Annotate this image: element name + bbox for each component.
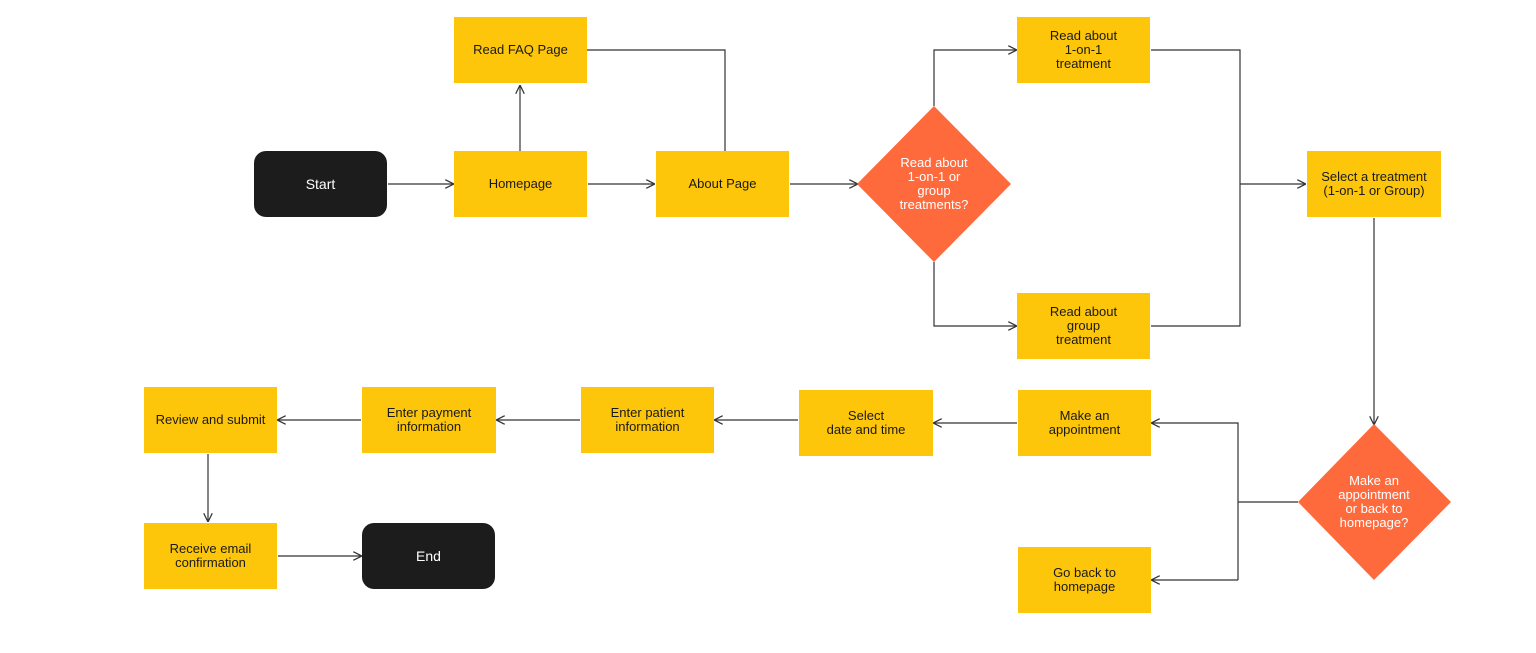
decision-appointment-diamond <box>1298 424 1451 580</box>
select-treatment-node: Select a treatment (1-on-1 or Group) <box>1307 151 1441 217</box>
decision-treatment-diamond <box>857 106 1011 262</box>
patient-info-node: Enter patient information <box>581 387 714 453</box>
select-date-node: Select date and time <box>799 390 933 456</box>
edge-faq-about <box>587 49 726 151</box>
decision-appointment-label: Make an appointment or back to homepage? <box>1338 473 1410 530</box>
edge-oneonone-merge <box>1151 49 1241 327</box>
make-appointment-node: Make an appointment <box>1018 390 1151 456</box>
one-on-one-node: Read about 1-on-1 treatment <box>1017 17 1150 83</box>
review-node: Review and submit <box>144 387 277 453</box>
start-node: Start <box>254 151 387 217</box>
payment-info-node: Enter payment information <box>362 387 496 453</box>
homepage-node: Homepage <box>454 151 587 217</box>
group-node: Read about group treatment <box>1017 293 1150 359</box>
end-node: End <box>362 523 495 589</box>
faq-node: Read FAQ Page <box>454 17 587 83</box>
about-node: About Page <box>656 151 789 217</box>
edge-decision-oneonone <box>933 50 1016 106</box>
go-back-node: Go back to homepage <box>1018 547 1151 613</box>
edge-decision-group <box>933 262 1016 326</box>
decision-treatment-label: Read about 1-on-1 or group treatments? <box>899 155 969 212</box>
edge-branch-appointment <box>1152 423 1239 580</box>
email-node: Receive email confirmation <box>144 523 277 589</box>
